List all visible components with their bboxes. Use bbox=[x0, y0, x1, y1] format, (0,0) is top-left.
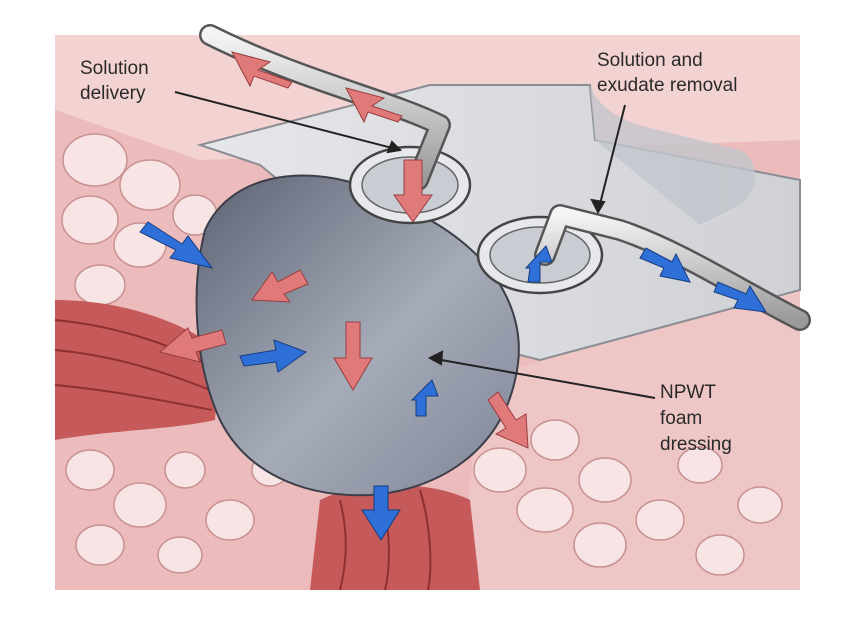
red-inflow-arrow bbox=[158, 327, 227, 363]
foam-dressing-line-3: dressing bbox=[660, 434, 732, 455]
foam-dressing-line-1: NPWT bbox=[660, 382, 716, 403]
blue-outflow-arrow bbox=[713, 281, 767, 313]
blue-outflow-arrow bbox=[361, 485, 401, 541]
solution-delivery-leader bbox=[174, 91, 401, 151]
foam-dressing-arrowhead bbox=[427, 350, 444, 366]
red-inflow-arrow bbox=[487, 391, 529, 449]
solution-delivery-line-2: delivery bbox=[80, 83, 146, 104]
foam-dressing-line-2: foam bbox=[660, 408, 702, 429]
red-inflow-arrow bbox=[333, 321, 373, 391]
leader-lines bbox=[174, 91, 656, 399]
fat-tissue bbox=[61, 133, 783, 576]
foam-dressing-leader bbox=[429, 357, 656, 399]
red-inflow-arrow bbox=[251, 269, 309, 303]
blue-outflow-arrows bbox=[139, 221, 767, 541]
red-inflow-arrow bbox=[345, 87, 403, 124]
solution-delivery-label: Solution delivery bbox=[80, 58, 149, 104]
solution-removal-label: Solution and exudate removal bbox=[597, 50, 737, 96]
solution-removal-line-1: Solution and bbox=[597, 50, 703, 71]
solution-removal-leader bbox=[597, 104, 626, 213]
red-inflow-arrow bbox=[393, 159, 433, 223]
red-inflow-arrow bbox=[231, 51, 293, 89]
blue-outflow-arrow bbox=[410, 379, 439, 417]
blue-outflow-arrow bbox=[524, 245, 553, 283]
blue-outflow-arrow bbox=[139, 221, 214, 269]
removal-tube bbox=[534, 204, 811, 331]
solution-removal-arrowhead bbox=[590, 198, 606, 215]
foam-dressing-label: NPWT foam dressing bbox=[660, 382, 732, 455]
blue-outflow-arrow bbox=[639, 247, 691, 283]
red-inflow-arrows bbox=[158, 51, 529, 449]
solution-delivery-arrowhead bbox=[386, 140, 403, 154]
solution-removal-line-2: exudate removal bbox=[597, 75, 737, 96]
solution-delivery-line-1: Solution bbox=[80, 58, 149, 79]
blue-outflow-arrow bbox=[239, 339, 308, 373]
